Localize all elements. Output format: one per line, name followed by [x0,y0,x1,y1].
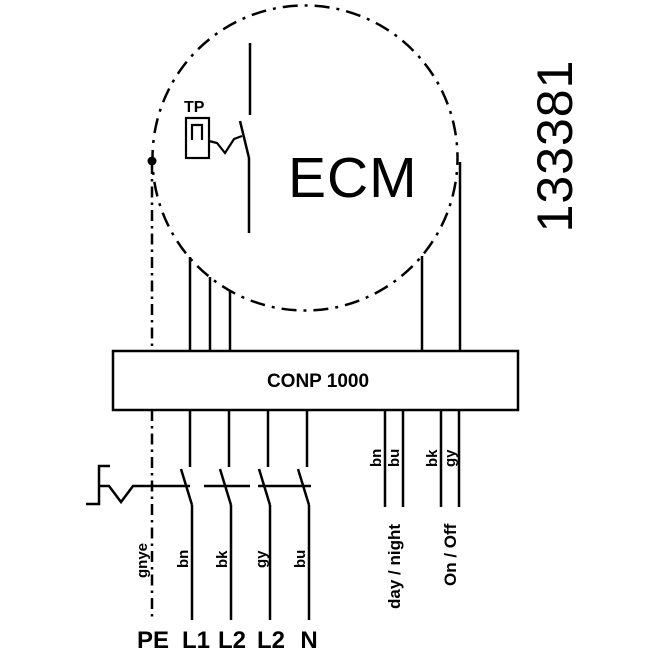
motor-label: ECM [288,146,418,210]
controller-section: CONP 1000 [111,349,520,412]
thermal-protector-label: TP [184,99,205,116]
pe-junction-dot [147,156,157,166]
motor-switch-blade [238,120,251,159]
part-number-label: 133381 [527,60,583,233]
motor-to-controller-wires [188,162,462,351]
controller-box [111,349,520,412]
control-wire-color-bn: bn [368,449,385,467]
switch-linkage-segment-1 [99,484,190,505]
supply-wire-color-bn: bn [175,550,192,568]
supply-wire-color-gy: gy [253,550,270,568]
terminal-n: N [300,627,317,650]
control-wires-section: bn bu bk gy day / night On / Off [368,410,461,609]
motor-internal-switch [238,43,252,233]
thermal-protector-body [184,116,211,160]
terminal-l1: L1 [182,627,210,650]
control-function-on-off: On / Off [441,523,460,586]
supply-switch-section [86,410,311,620]
terminal-labels: PE L1 L2 L2 N [137,627,318,650]
terminal-l2a: L2 [218,627,246,650]
supply-wire-color-gnye: gnye [134,543,151,578]
thermal-protector-contact [190,123,204,140]
motor-section: ECM TP [147,4,459,312]
thermal-protector-link-wire [208,134,243,155]
supply-wire-color-bu: bu [292,550,309,568]
control-wire-color-bk: bk [424,449,441,467]
control-function-day-night: day / night [385,524,404,609]
controller-label: CONP 1000 [267,371,369,392]
terminal-l2b: L2 [257,627,285,650]
terminal-pe: PE [137,627,169,650]
control-wire-color-bu: bu [386,449,403,467]
control-wire-color-gy: gy [442,449,459,467]
supply-wire-color-bk: bk [214,550,231,568]
thermal-protector-symbol: TP [184,99,243,160]
supply-wire-color-labels: gnye bn bk gy bu [134,543,309,578]
